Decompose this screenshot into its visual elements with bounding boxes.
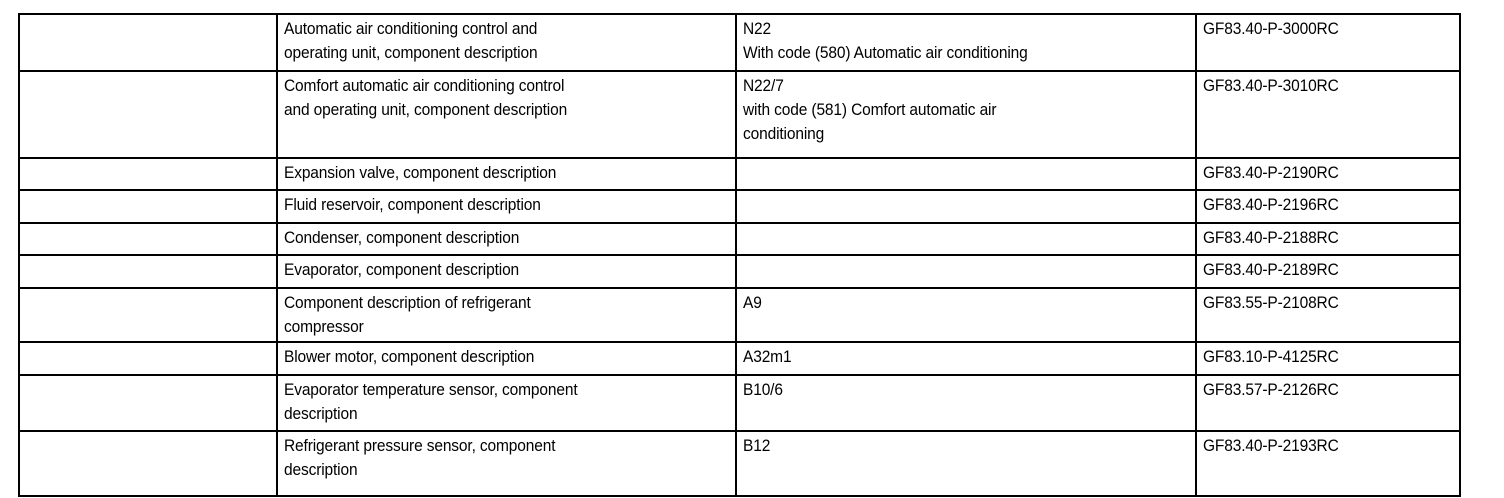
table-cell-2: Evaporator, component description [276, 254, 737, 289]
table-cell-3: A9 [735, 287, 1197, 343]
cell-text: Automatic air conditioning control and o… [284, 20, 538, 62]
cell-text: N22 With code (580) Automatic air condit… [743, 20, 1028, 62]
table-row: Component description of refrigerant com… [18, 287, 1461, 343]
table-cell-3: N22/7 with code (581) Comfort automatic … [735, 70, 1197, 159]
table-cell-3: B12 [735, 430, 1197, 497]
table-cell-1 [18, 430, 278, 497]
table-cell-3: N22 With code (580) Automatic air condit… [735, 13, 1197, 72]
table-cell-2: Fluid reservoir, component description [276, 189, 737, 224]
table-cell-4: GF83.40-P-2193RC [1195, 430, 1461, 497]
table-cell-3 [735, 222, 1197, 256]
table-cell-2: Automatic air conditioning control and o… [276, 13, 737, 72]
cell-text: GF83.10-P-4125RC [1203, 348, 1339, 366]
table-cell-3: A32m1 [735, 341, 1197, 376]
table-cell-1 [18, 341, 278, 376]
cell-text: Evaporator temperature sensor, component… [284, 381, 578, 423]
table-row: Blower motor, component description A32m1… [18, 341, 1461, 376]
table-row: Evaporator temperature sensor, component… [18, 374, 1461, 432]
table-row: Expansion valve, component description GF… [18, 157, 1461, 191]
cell-text: B12 [743, 437, 771, 455]
cell-text: GF83.57-P-2126RC [1203, 381, 1339, 399]
cell-text: Comfort automatic air conditioning contr… [284, 77, 568, 119]
cell-text: Blower motor, component description [284, 348, 535, 366]
table-cell-2: Expansion valve, component description [276, 157, 737, 191]
table-cell-3 [735, 254, 1197, 289]
cell-text: Component description of refrigerant com… [284, 294, 531, 336]
table-cell-2: Evaporator temperature sensor, component… [276, 374, 737, 432]
table-cell-2: Refrigerant pressure sensor, component d… [276, 430, 737, 497]
table-cell-1 [18, 13, 278, 72]
table-cell-3: B10/6 [735, 374, 1197, 432]
table-cell-2: Comfort automatic air conditioning contr… [276, 70, 737, 159]
table-row: Refrigerant pressure sensor, component d… [18, 430, 1461, 497]
table-cell-1 [18, 70, 278, 159]
cell-text: Expansion valve, component description [284, 164, 557, 182]
table-cell-3 [735, 189, 1197, 224]
table-row: Condenser, component description GF83.40-… [18, 222, 1461, 256]
cell-text: GF83.40-P-3000RC [1203, 20, 1339, 38]
table-row: Evaporator, component description GF83.40… [18, 254, 1461, 289]
table-cell-4: GF83.40-P-2188RC [1195, 222, 1461, 256]
table-cell-1 [18, 374, 278, 432]
table-cell-1 [18, 222, 278, 256]
table-row: Fluid reservoir, component description GF… [18, 189, 1461, 224]
cell-text: N22/7 with code (581) Comfort automatic … [743, 77, 997, 143]
table-cell-4: GF83.57-P-2126RC [1195, 374, 1461, 432]
table-row: Comfort automatic air conditioning contr… [18, 70, 1461, 159]
table-cell-3 [735, 157, 1197, 191]
cell-text: A32m1 [743, 348, 792, 366]
table-cell-4: GF83.10-P-4125RC [1195, 341, 1461, 376]
table-cell-1 [18, 157, 278, 191]
table-cell-2: Component description of refrigerant com… [276, 287, 737, 343]
cell-text: GF83.40-P-2196RC [1203, 196, 1339, 214]
cell-text: GF83.40-P-2193RC [1203, 437, 1339, 455]
table-cell-4: GF83.40-P-3000RC [1195, 13, 1461, 72]
table-row: Automatic air conditioning control and o… [18, 13, 1461, 72]
table-cell-4: GF83.40-P-2189RC [1195, 254, 1461, 289]
table-cell-1 [18, 189, 278, 224]
cell-text: GF83.55-P-2108RC [1203, 294, 1339, 312]
table-cell-4: GF83.55-P-2108RC [1195, 287, 1461, 343]
cell-text: A9 [743, 294, 762, 312]
table-cell-2: Condenser, component description [276, 222, 737, 256]
table-cell-2: Blower motor, component description [276, 341, 737, 376]
cell-text: Fluid reservoir, component description [284, 196, 541, 214]
cell-text: B10/6 [743, 381, 783, 399]
table-cell-1 [18, 254, 278, 289]
cell-text: Condenser, component description [284, 229, 520, 247]
cell-text: Evaporator, component description [284, 261, 520, 279]
cell-text: GF83.40-P-2190RC [1203, 164, 1339, 182]
table-body: Automatic air conditioning control and o… [18, 13, 1461, 497]
cell-text: Refrigerant pressure sensor, component d… [284, 437, 556, 479]
table-cell-1 [18, 287, 278, 343]
cell-text: GF83.40-P-2189RC [1203, 261, 1339, 279]
table-cell-4: GF83.40-P-2196RC [1195, 189, 1461, 224]
table-cell-4: GF83.40-P-3010RC [1195, 70, 1461, 159]
cell-text: GF83.40-P-3010RC [1203, 77, 1339, 95]
component-description-table: Automatic air conditioning control and o… [18, 13, 1461, 497]
table-cell-4: GF83.40-P-2190RC [1195, 157, 1461, 191]
cell-text: GF83.40-P-2188RC [1203, 229, 1339, 247]
